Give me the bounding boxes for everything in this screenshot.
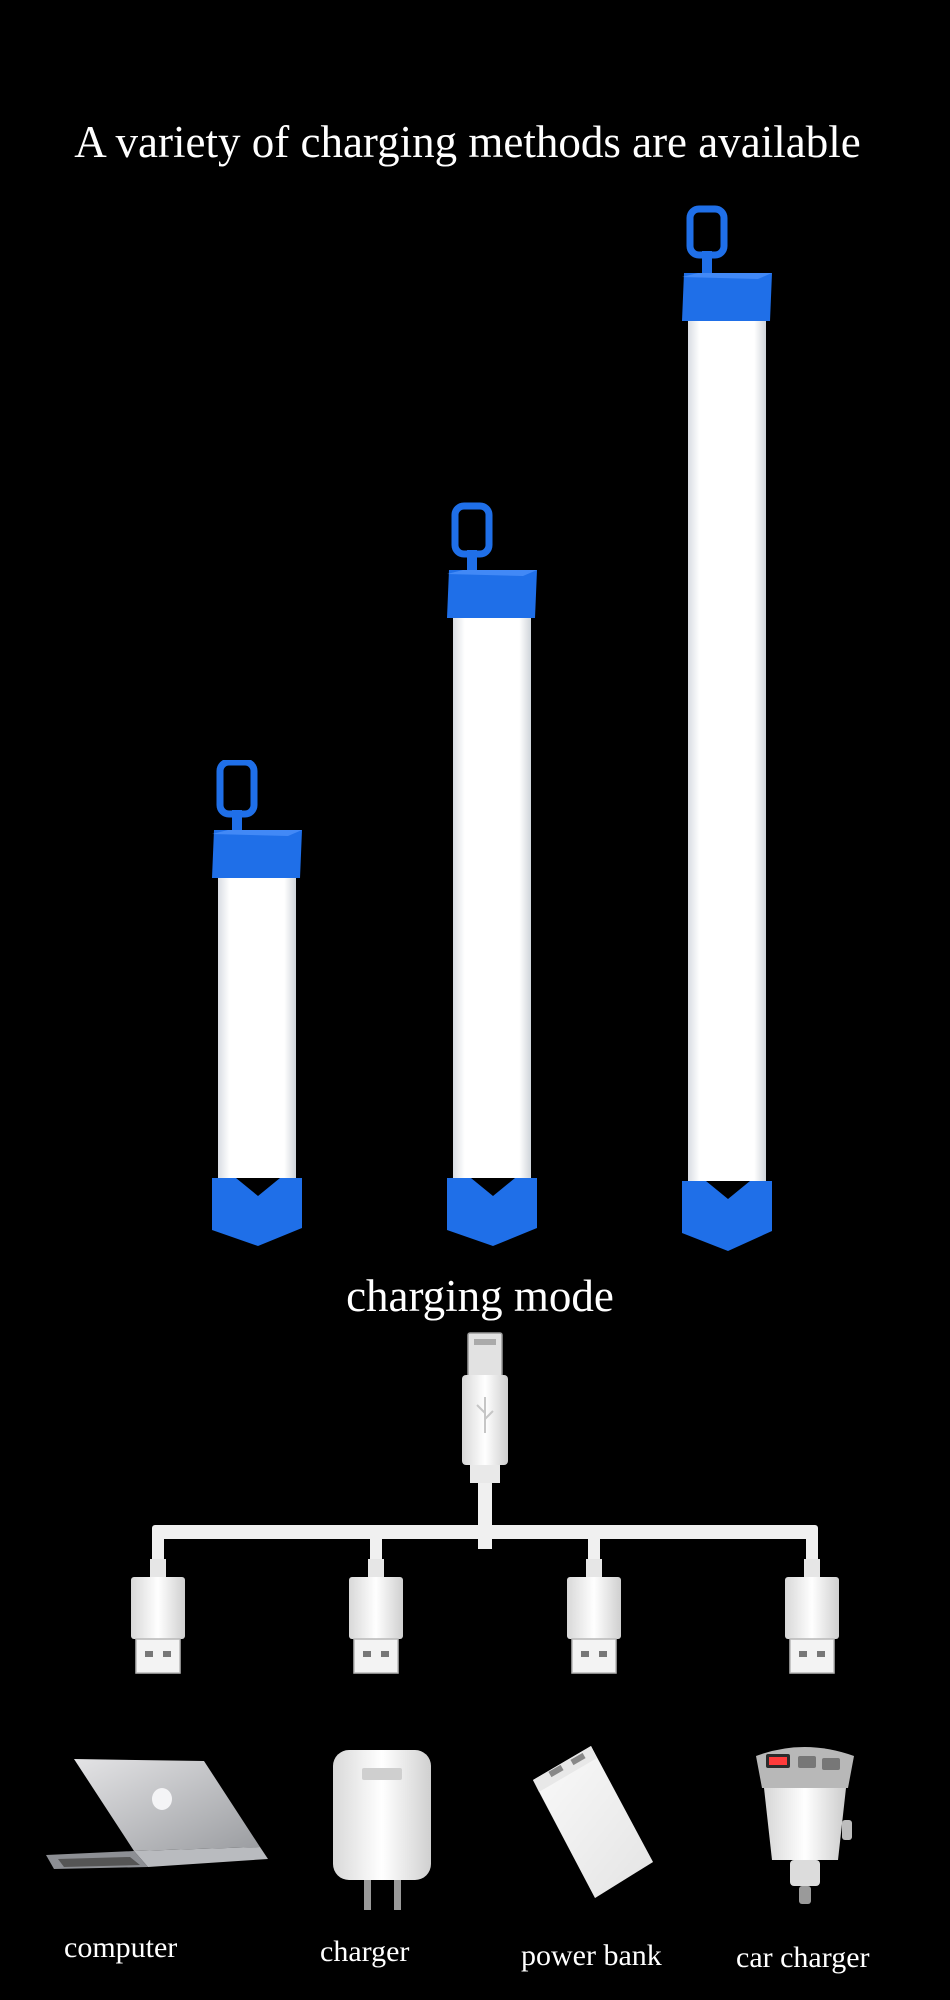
wall-charger-icon xyxy=(330,1748,435,1918)
power-bank-icon xyxy=(525,1742,660,1927)
usb-a-plugs xyxy=(131,1559,839,1674)
usb-symbol-icon xyxy=(476,1397,494,1433)
device-label-charger: charger xyxy=(320,1935,410,1968)
micro-usb-connector xyxy=(462,1332,508,1483)
usb-splitter-cable xyxy=(0,1325,950,1700)
large-tube-light xyxy=(678,205,778,1255)
page-title: A variety of charging methods are availa… xyxy=(74,117,861,167)
charging-mode-title: charging mode xyxy=(346,1271,614,1321)
device-label-power-bank: power bank xyxy=(521,1939,662,1972)
device-label-car-charger: car charger xyxy=(736,1941,870,1974)
car-charger-icon xyxy=(750,1740,860,1915)
small-tube-light xyxy=(208,760,308,1255)
laptop-icon xyxy=(44,1755,274,1890)
device-label-computer: computer xyxy=(64,1931,178,1964)
medium-tube-light xyxy=(443,502,543,1254)
